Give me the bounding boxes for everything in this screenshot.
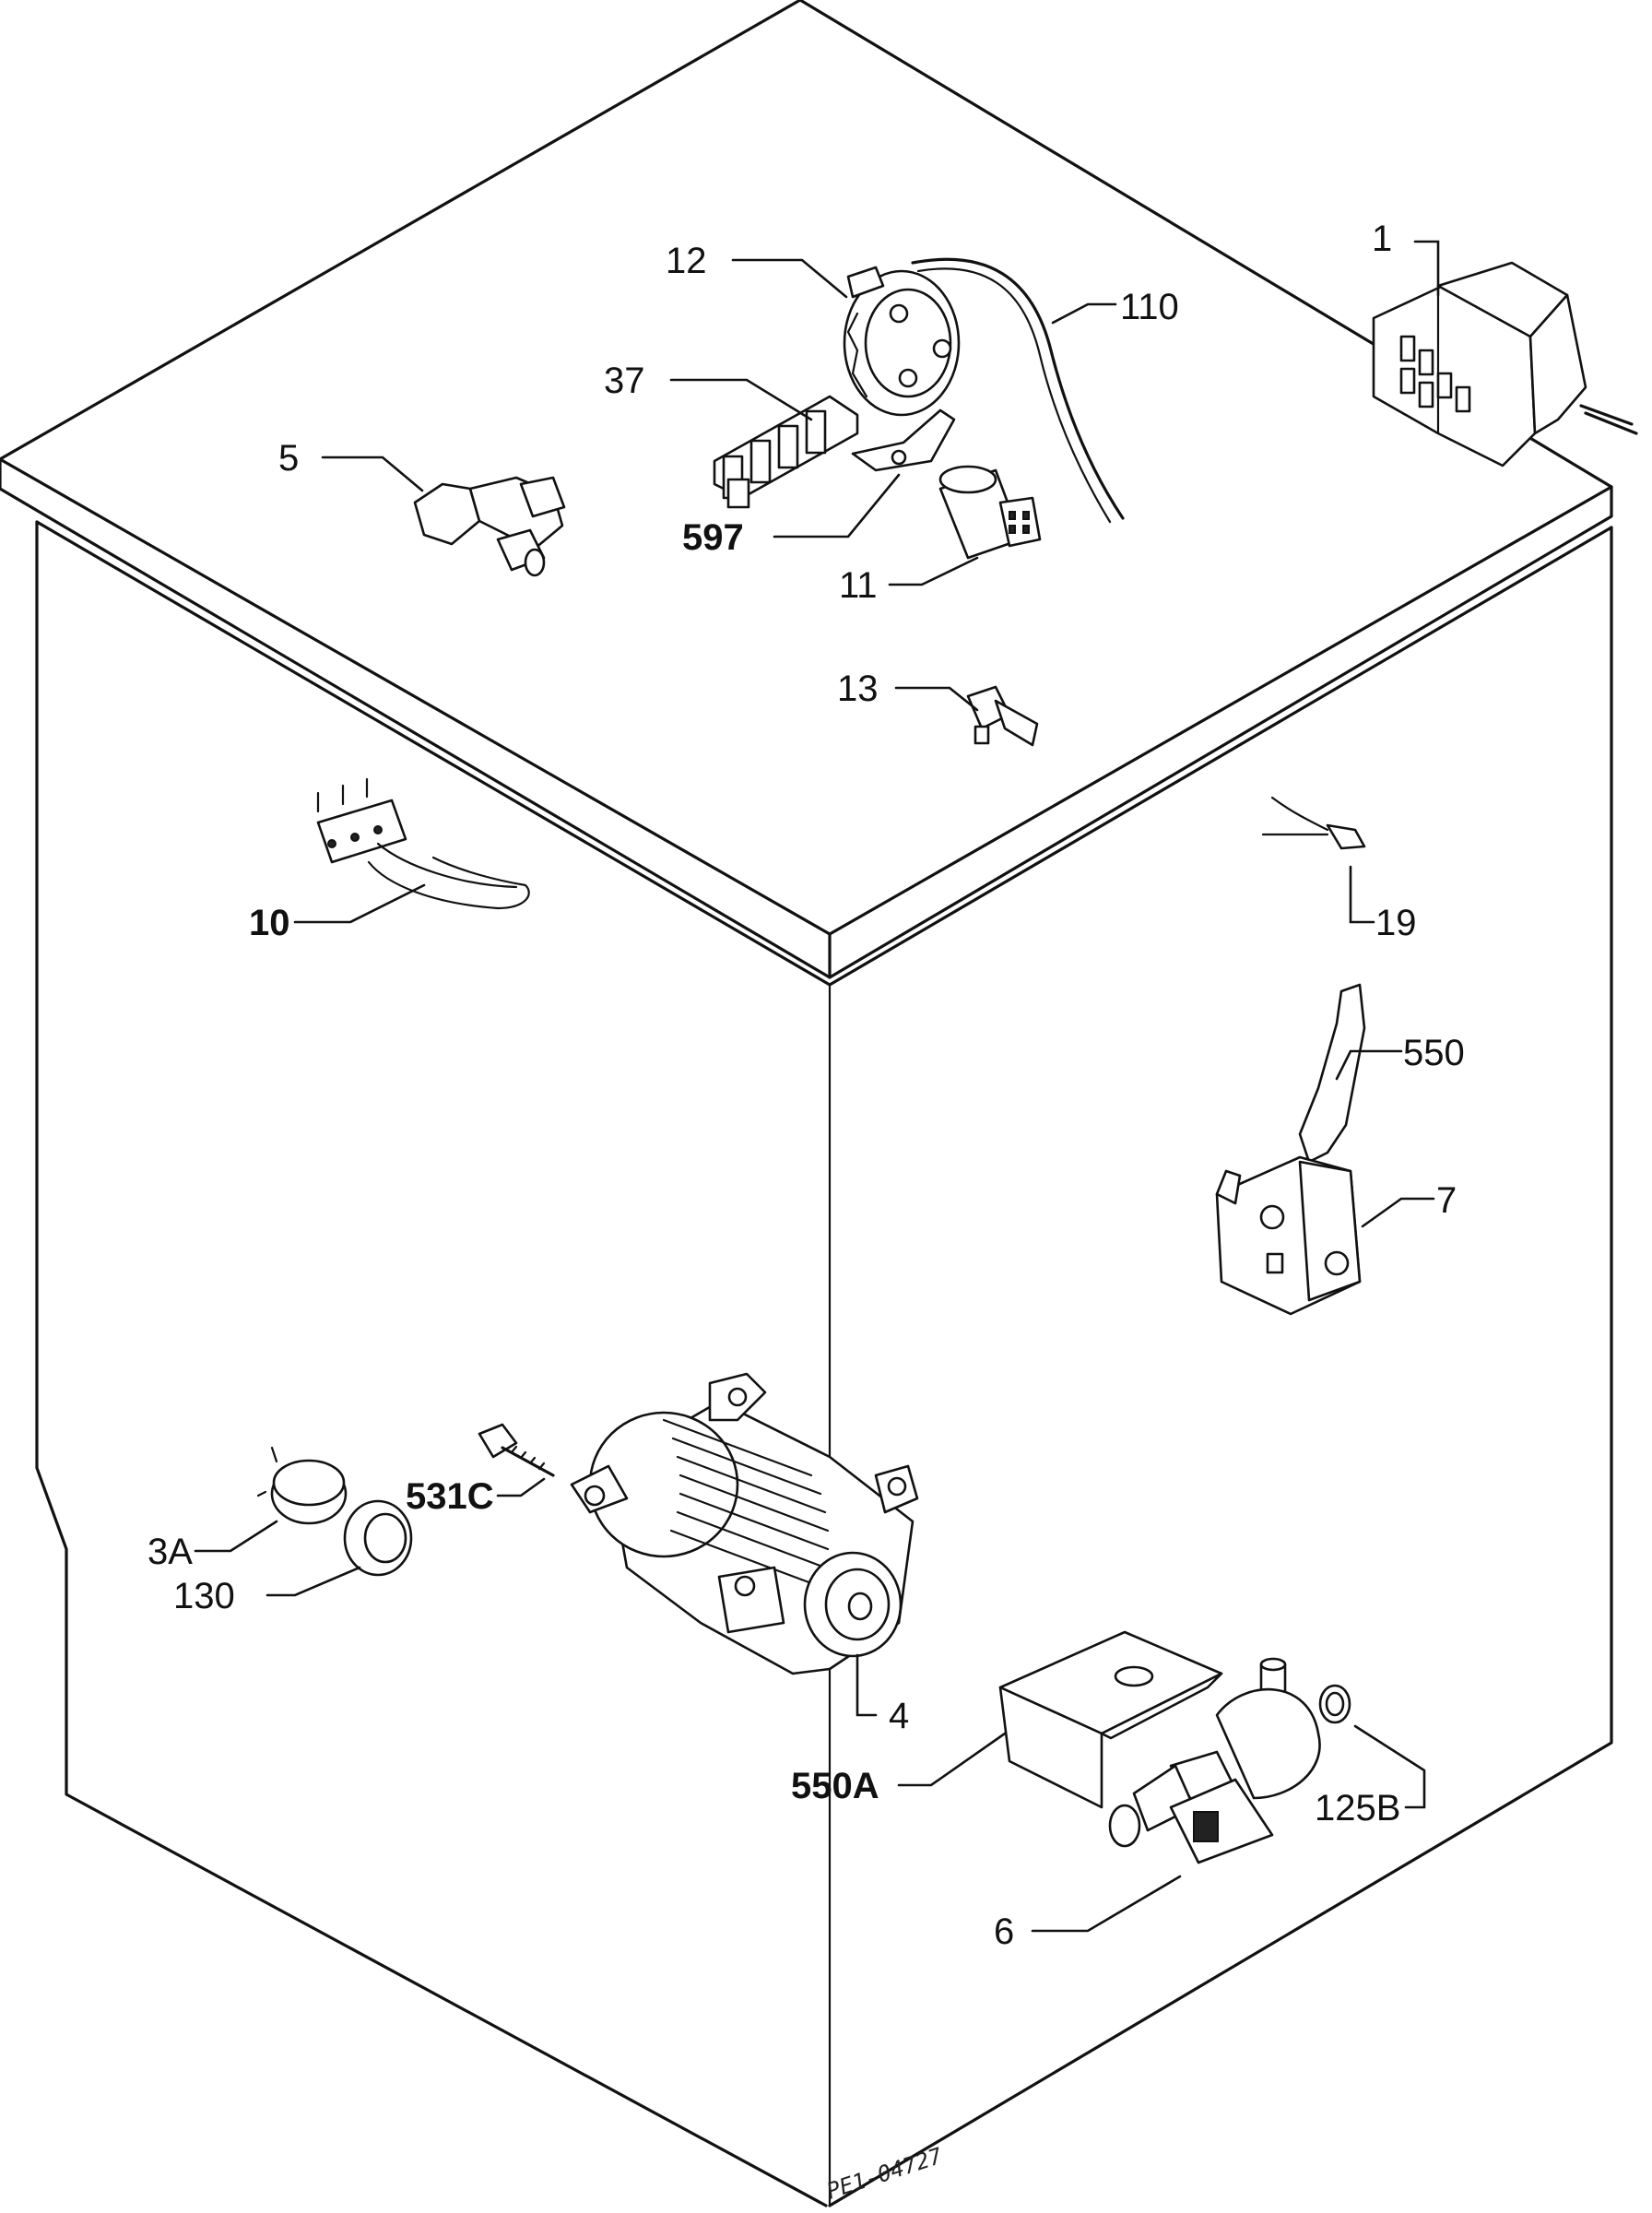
connector-13 — [966, 685, 1039, 747]
label-125b: 125B — [1315, 1788, 1400, 1828]
label-11: 11 — [839, 565, 878, 606]
cabinet-outline — [0, 0, 1613, 2207]
label-3a: 3A — [148, 1532, 193, 1572]
leader-19 — [1349, 865, 1375, 924]
heating-element — [316, 777, 530, 910]
drawing-reference: PE1-04727 — [823, 2143, 946, 2205]
leader-597 — [773, 473, 901, 538]
label-531c: 531C — [406, 1476, 494, 1517]
label-4: 4 — [889, 1696, 909, 1736]
pressure-switch — [843, 266, 961, 417]
terminal-block — [713, 395, 859, 509]
leader-550 — [1335, 1049, 1403, 1081]
inlet-valve — [413, 476, 566, 577]
timer-unit — [1372, 261, 1638, 467]
thermostat-3a — [256, 1446, 348, 1525]
label-12: 12 — [666, 241, 707, 281]
leader-110 — [1051, 302, 1117, 325]
label-6: 6 — [994, 1911, 1014, 1952]
temperature-sensor — [1261, 796, 1366, 850]
gasket-130 — [343, 1499, 413, 1577]
label-37: 37 — [604, 361, 645, 401]
label-130: 130 — [173, 1576, 235, 1616]
clip-part — [851, 408, 956, 472]
leader-4 — [856, 1653, 878, 1717]
motor — [570, 1372, 919, 1675]
capacitor — [938, 465, 1042, 560]
pressure-hose — [911, 257, 1125, 520]
drain-pump — [1108, 1657, 1321, 1864]
leader-130 — [266, 1566, 361, 1597]
label-7: 7 — [1436, 1180, 1457, 1221]
label-13: 13 — [837, 669, 879, 709]
label-19: 19 — [1375, 903, 1417, 943]
leader-5 — [321, 456, 424, 492]
leader-13 — [894, 686, 979, 712]
label-110: 110 — [1120, 287, 1179, 327]
leader-125b — [1353, 1724, 1426, 1809]
leader-550a — [897, 1732, 1007, 1787]
leader-7 — [1361, 1197, 1435, 1228]
door-lock-assembly — [1215, 983, 1366, 1316]
label-550: 550 — [1403, 1033, 1465, 1073]
label-10: 10 — [249, 903, 290, 943]
leader-37 — [669, 378, 813, 421]
leader-531c — [496, 1477, 546, 1497]
label-1: 1 — [1372, 219, 1392, 259]
leader-10 — [293, 883, 426, 924]
label-550a: 550A — [791, 1766, 879, 1806]
leader-3a — [194, 1520, 278, 1553]
leader-6 — [1031, 1875, 1182, 1933]
label-597: 597 — [682, 517, 744, 558]
o-ring-125b — [1318, 1684, 1351, 1724]
cover-plate — [998, 1630, 1223, 1809]
label-5: 5 — [278, 438, 299, 479]
leader-12 — [731, 258, 848, 299]
bolt-531c — [478, 1423, 555, 1477]
leader-11 — [888, 556, 979, 586]
leader-1 — [1413, 240, 1440, 297]
